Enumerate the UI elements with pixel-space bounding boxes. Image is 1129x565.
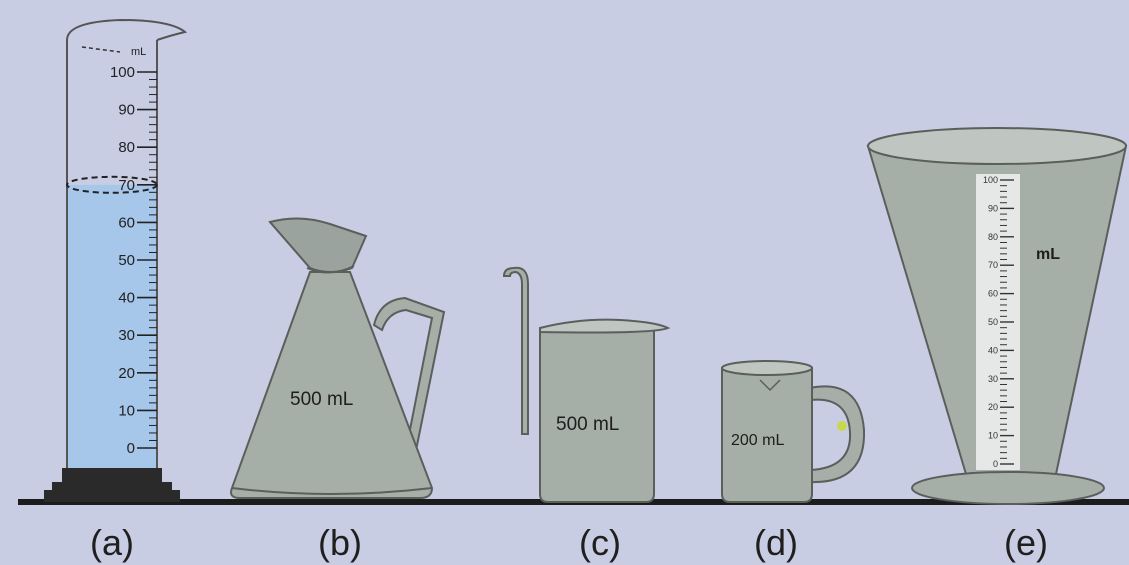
cylinder-unit-label: mL xyxy=(131,46,147,58)
mug-rim xyxy=(721,360,813,376)
conical-tick-label: 50 xyxy=(988,317,998,327)
cylinder-tick-label: 10 xyxy=(118,402,135,419)
beaker-stirrer xyxy=(502,266,529,435)
mug-volume-label: 200 mL xyxy=(731,432,785,449)
cylinder-tick-label: 0 xyxy=(127,440,135,457)
mug-handle xyxy=(809,385,866,484)
caption-e: (e) xyxy=(1004,522,1048,563)
caption-c: (c) xyxy=(579,522,621,563)
cylinder-tick-label: 40 xyxy=(118,290,135,307)
jug-rim xyxy=(306,265,355,274)
cylinder-tick-label: 80 xyxy=(118,139,135,156)
conical-tick-label: 20 xyxy=(988,402,998,412)
cylinder-tick-label: 60 xyxy=(118,214,135,231)
mug-body xyxy=(721,367,813,503)
conical-rim xyxy=(867,127,1127,165)
cylinder-tick-label: 50 xyxy=(118,252,135,269)
conical-tick-label: 40 xyxy=(988,345,998,355)
cylinder-tick-label: 90 xyxy=(118,102,135,119)
conical-tick-label: 60 xyxy=(988,289,998,299)
jug-bottom xyxy=(231,487,433,495)
jug-volume-label: 500 mL xyxy=(290,389,354,410)
cylinder-tick-label: 30 xyxy=(118,327,135,344)
cylinder-glass xyxy=(66,40,158,468)
conical-tick-label: 90 xyxy=(988,203,998,213)
jug-neck xyxy=(268,217,368,273)
conical-tick-label: 80 xyxy=(988,232,998,242)
beaker xyxy=(502,266,671,503)
conical-tick-label: 30 xyxy=(988,374,998,384)
conical-base xyxy=(911,471,1105,505)
mug xyxy=(721,360,866,503)
cylinder-tick-label: 70 xyxy=(118,177,135,194)
conical-jug xyxy=(230,217,446,499)
mug-spout xyxy=(759,379,781,392)
caption-d: (d) xyxy=(754,522,798,563)
conical-tick-label: 10 xyxy=(988,431,998,441)
caption-a: (a) xyxy=(90,522,134,563)
cylinder-spout xyxy=(66,18,188,41)
cylinder-mark-line xyxy=(81,46,121,53)
conical-unit-label: mL xyxy=(1036,246,1060,263)
conical-tick-label: 100 xyxy=(983,175,998,185)
cylinder-tick-label: 20 xyxy=(118,365,135,382)
jug-body xyxy=(230,271,434,499)
conical-tick-label: 70 xyxy=(988,260,998,270)
beaker-body xyxy=(539,327,655,503)
cylinder-base xyxy=(44,468,180,502)
beaker-volume-label: 500 mL xyxy=(556,414,620,435)
cylinder-tick-label: 100 xyxy=(110,64,135,81)
beaker-rim xyxy=(539,318,671,334)
cylinder-liquid xyxy=(67,184,157,469)
caption-b: (b) xyxy=(318,522,362,563)
conical-tick-label: 0 xyxy=(993,459,998,469)
mug-spot xyxy=(837,421,847,431)
